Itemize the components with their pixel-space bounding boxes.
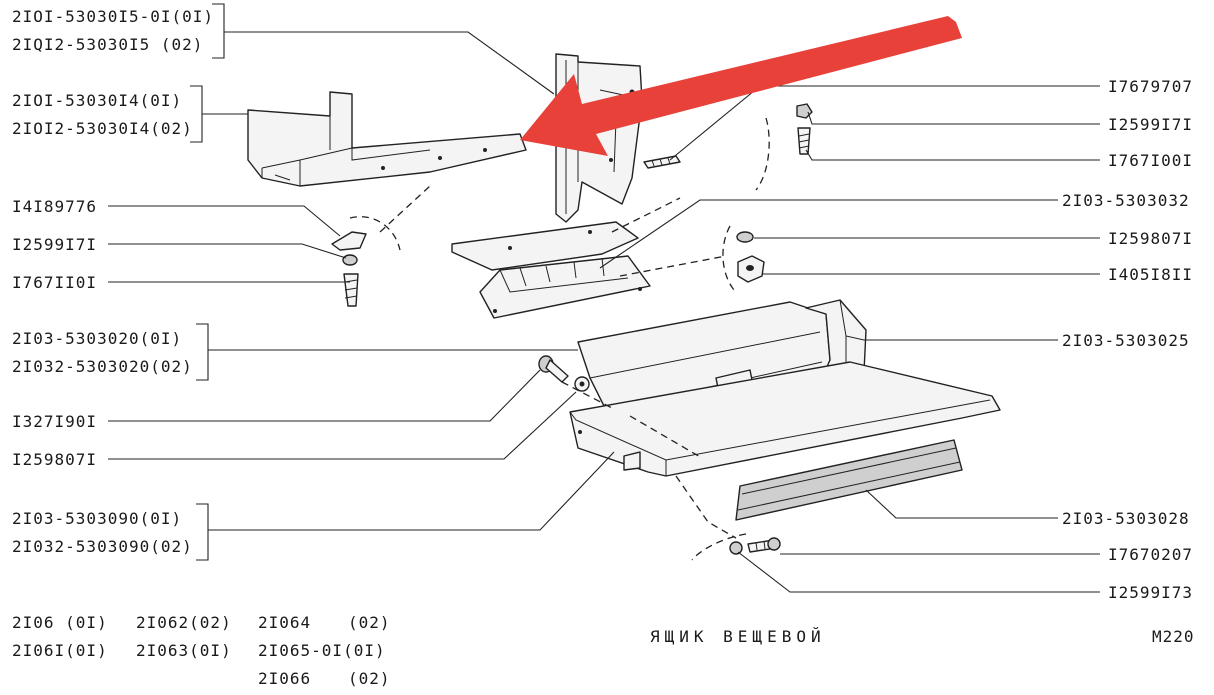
left-bracket-tray-part — [247, 91, 527, 187]
diagram-title: ЯЩИК ВЕЩЕВОЙ — [650, 627, 826, 646]
model-21063: 2I063(0I) — [136, 641, 232, 660]
part-number-21012-53030i4-02: 2IOI2-53030I4(02) — [12, 119, 193, 138]
clip-i4189776 — [331, 231, 367, 251]
part-number-i259807i-left: I259807I — [12, 450, 97, 469]
model-21061: 2I06I(0I) — [12, 641, 108, 660]
part-number-2103-5303025: 2I03-5303025 — [1062, 331, 1190, 350]
model-21062: 2I062(02) — [136, 613, 232, 632]
page-code: М220 — [1152, 627, 1195, 646]
part-number-2103-5303028: 2I03-5303028 — [1062, 509, 1190, 528]
nut-i259917i-left — [342, 254, 358, 266]
nut-i259807i-right — [736, 231, 754, 243]
part-number-2103-5303090-01: 2I03-5303090(0I) — [12, 509, 182, 528]
hinge-plate-part — [451, 221, 651, 319]
screw-i7670207 — [747, 537, 781, 553]
model-21066: 2I066 — [258, 669, 311, 688]
part-number-21012-53030i5-02: 2IQI2-53030I5 (02) — [12, 35, 203, 54]
front-trim-part — [735, 439, 963, 521]
part-number-2101-53030i5-01: 2IOI-53030I5-0I(0I) — [12, 7, 214, 26]
nut-i40518ii — [737, 255, 765, 283]
screw-i327190i — [538, 355, 569, 383]
part-number-2103-5303020-01: 2I03-5303020(0I) — [12, 329, 182, 348]
highlight-arrow — [520, 16, 962, 156]
model-21065: 2I065-0I(0I) — [258, 641, 386, 660]
part-number-i4189776: I4I89776 — [12, 197, 97, 216]
part-number-i767110i: I767II0I — [12, 273, 97, 292]
screw-i767110i — [343, 273, 359, 307]
part-number-i7670207: I7670207 — [1108, 545, 1193, 564]
part-number-i327190i: I327I90I — [12, 412, 97, 431]
assembly-dashed-lines — [349, 117, 770, 561]
part-number-i7679707: I7679707 — [1108, 77, 1193, 96]
left-part-labels: 2IOI-53030I5-0I(0I) 2IQI2-53030I5 (02) 2… — [12, 7, 214, 556]
model-applicability-footer: 2I06 (0I) 2I062(02) 2I064 (02) 2I06I(0I)… — [12, 613, 391, 688]
nut-i259807i-left — [574, 376, 590, 392]
model-21066-code: (02) — [348, 669, 391, 688]
nut-i2599173 — [729, 541, 743, 555]
part-number-i259807i-right: I259807I — [1108, 229, 1193, 248]
part-number-2103-5303032: 2I03-5303032 — [1062, 191, 1190, 210]
model-21064: 2I064 — [258, 613, 311, 632]
part-number-i259917i-left: I2599I7I — [12, 235, 97, 254]
model-2106: 2I06 (0I) — [12, 613, 108, 632]
part-number-i767100i: I767I00I — [1108, 151, 1193, 170]
part-number-21032-5303090-02: 2I032-5303090(02) — [12, 537, 193, 556]
screw-i7679707 — [643, 155, 681, 169]
part-number-i40518ii: I405I8II — [1108, 265, 1193, 284]
part-number-21032-5303020-02: 2I032-5303020(02) — [12, 357, 193, 376]
part-number-i259917i-right: I2599I7I — [1108, 115, 1193, 134]
glovebox-body-part — [569, 361, 1001, 477]
part-number-2101-53030i4-01: 2IOI-53030I4(0I) — [12, 91, 182, 110]
model-21064-code: (02) — [348, 613, 391, 632]
right-part-labels: I7679707 I2599I7I I767I00I 2I03-5303032 … — [1062, 77, 1193, 602]
screw-i767100i — [797, 127, 811, 155]
part-number-i2599173: I2599I73 — [1108, 583, 1193, 602]
